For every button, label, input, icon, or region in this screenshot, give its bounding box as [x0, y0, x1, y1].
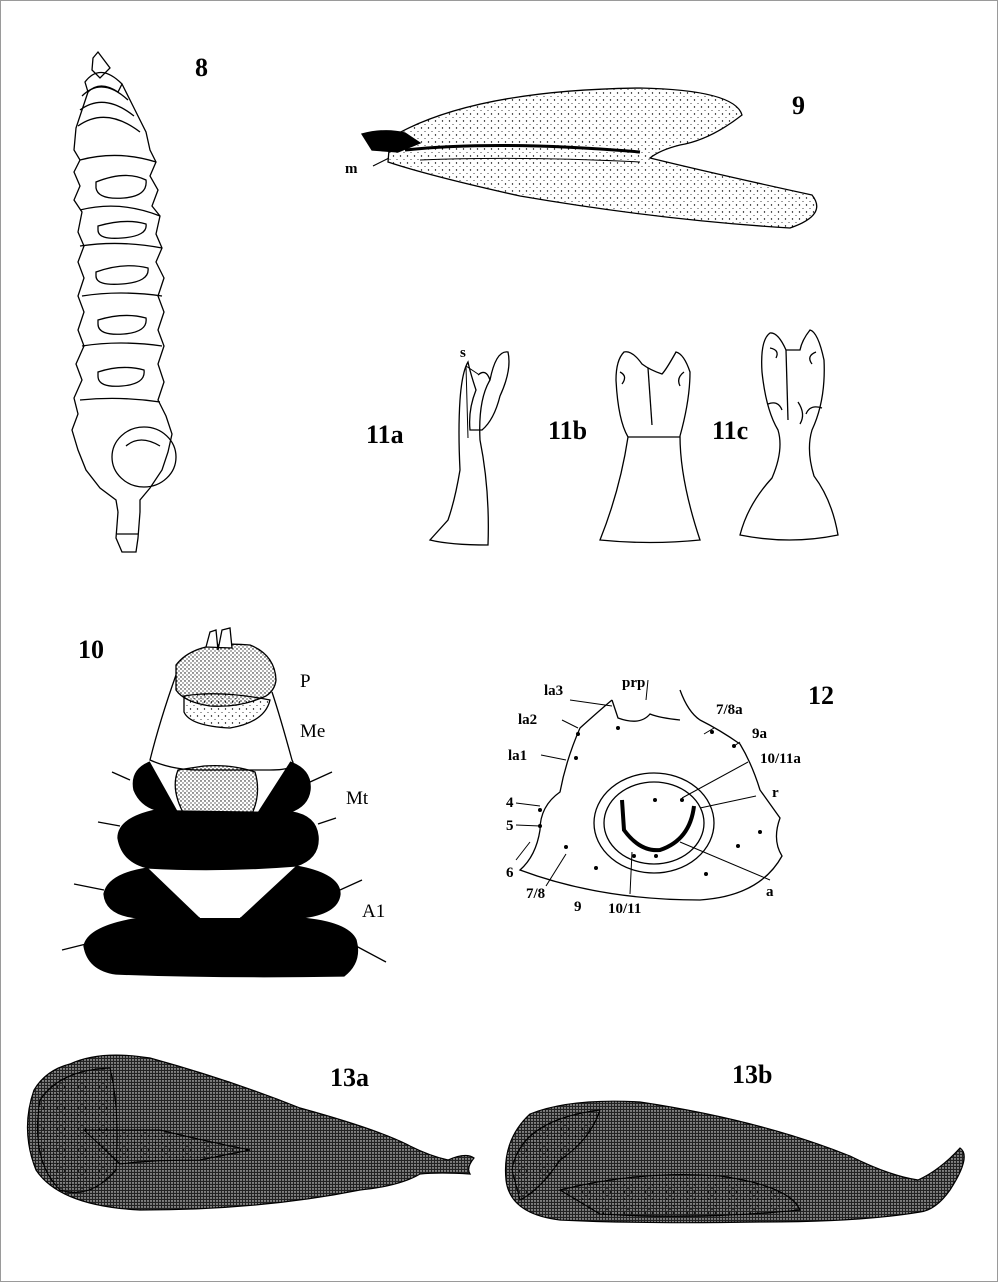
label-10-11a: 10/11a — [760, 752, 801, 767]
label-la1: la1 — [508, 749, 527, 764]
label-prp: prp — [622, 676, 645, 691]
label-P: P — [300, 672, 311, 691]
label-la3: la3 — [544, 684, 563, 699]
figure-number-13a: 13a — [330, 1065, 369, 1091]
label-la2: la2 — [518, 713, 537, 728]
figure-number-9: 9 — [792, 93, 805, 119]
label-5: 5 — [506, 819, 514, 834]
sclerite-lateral-drawing — [430, 352, 509, 545]
puparium-13a-drawing — [27, 1055, 474, 1210]
label-s: s — [460, 346, 466, 361]
label-7-8: 7/8 — [526, 887, 545, 902]
figure-number-11a: 11a — [366, 422, 404, 448]
label-4: 4 — [506, 796, 514, 811]
figure-number-13b: 13b — [732, 1062, 772, 1088]
label-a: a — [766, 885, 774, 900]
figure-number-12: 12 — [808, 683, 834, 709]
label-6: 6 — [506, 866, 514, 881]
sclerite-dorsal-drawing — [740, 330, 838, 540]
label-m: m — [345, 162, 358, 177]
puparium-13b-drawing — [506, 1101, 965, 1222]
figure-number-11b: 11b — [548, 418, 587, 444]
sclerite-ventral-drawing — [600, 352, 700, 543]
cephaloskeleton-drawing — [362, 88, 817, 228]
label-r: r — [772, 786, 779, 801]
label-7-8a: 7/8a — [716, 703, 743, 718]
label-9: 9 — [574, 900, 582, 915]
anterior-body-drawing — [62, 628, 386, 977]
label-10-11: 10/11 — [608, 902, 641, 917]
label-Mt: Mt — [346, 789, 368, 808]
m-leader-line — [373, 158, 389, 166]
figure-number-8: 8 — [195, 55, 208, 81]
label-A1: A1 — [362, 902, 385, 921]
figure-number-11c: 11c — [712, 418, 748, 444]
label-9a: 9a — [752, 727, 767, 742]
figure-number-10: 10 — [78, 637, 104, 663]
larva-dorsal-drawing — [72, 52, 176, 552]
label-Me: Me — [300, 722, 325, 741]
